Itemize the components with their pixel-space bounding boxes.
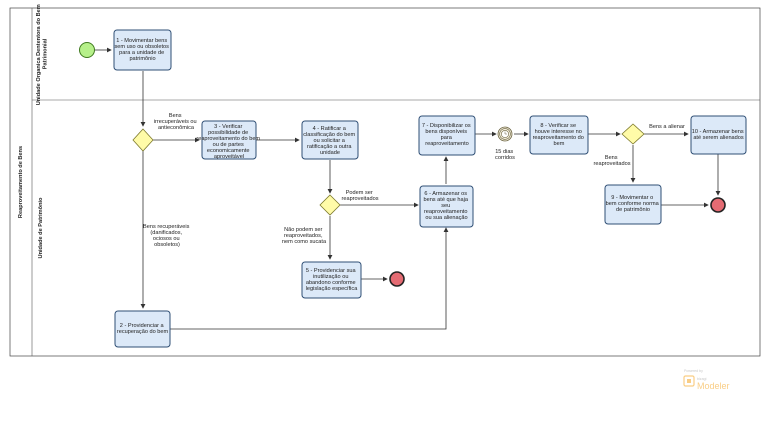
task-6: 6 - Armazenar os bens até que haja seu r… [419,185,474,228]
svg-text:10 - Armazenar bens até: 10 - Armazenar bens até serem alienados [692,129,746,141]
task-5: 5 - Providenciar sua inutilização ou aba… [301,261,362,299]
svg-text:6 - Armazenar os bens at: 6 - Armazenar os bens até que haja seu r… [423,191,469,221]
task-4: 4 - Ratificar a classificação do bem ou … [301,120,359,160]
svg-text:3 - Verificar possibilid: 3 - Verificar possibilidade de reaprovei… [196,124,261,160]
end-event-inutilizacao [389,271,405,287]
task-2: 2 - Providenciar a recuperação do bem [114,310,171,348]
task-7: 7 - Disponibilizar os bens disponíveis p… [418,115,476,156]
svg-text:9 - Movimentar o bem con: 9 - Movimentar o bem conforme norma de p… [606,195,661,213]
label-alienar: Bens a alienar [649,124,685,130]
flow-t2-to-t6 [170,227,449,330]
svg-text:2 - Providenciar a recup: 2 - Providenciar a recuperação do bem [117,323,169,335]
start-event [79,42,95,58]
lane-patrimonio: Unidade de Patrimônio [38,197,44,258]
pool-title: Reaproveitamento de Bens [18,146,24,218]
task-9: 9 - Movimentar o bem conforme norma de p… [604,184,662,225]
task-10: 10 - Armazenar bens até serem alienados [690,115,747,155]
label-irrecuperaveis: Bens irrecuperáveis ou antieconômica [154,113,198,131]
task-8: 8 - Verificar se houve interesse no reap… [529,115,589,155]
end-event-final [710,197,726,213]
label-podem-ser: Podem ser reaproveitados [341,190,378,202]
bizagi-watermark: Powered by bizagi Modeler [683,369,730,391]
timer-event [497,126,513,142]
lane-detentora: Unidade Organica Dententora do Bem Patri… [36,3,49,106]
svg-text:5 - Providenciar sua inu: 5 - Providenciar sua inutilização ou aba… [306,268,359,292]
svg-text:1 - Movimentar bens sem: 1 - Movimentar bens sem uso ou obsoletos… [115,38,171,62]
gateway-recuperavel [132,128,154,152]
lane-title-patrimonio: Unidade de Patrimônio [38,197,44,258]
task-1: 1 - Movimentar bens sem uso ou obsoletos… [113,29,172,71]
label-nao-podem: Não podem ser reaproveitados, nem como s… [282,227,327,245]
bizagi-logo-icon [683,375,695,387]
label-reaproveitados: Bens reaproveitados [593,155,630,167]
lane-title-detentora: Unidade Organica Dententora do Bem Patri… [36,3,49,106]
label-timer: 15 dias corridos [495,149,515,161]
svg-text:7 - Disponibilizar os be: 7 - Disponibilizar os bens disponíveis p… [422,123,472,147]
svg-text:4 - Ratificar a classifi: 4 - Ratificar a classificação do bem ou … [303,126,357,156]
svg-text:Modeler: Modeler [697,381,730,391]
task-3: 3 - Verificar possibilidade de reaprovei… [196,120,261,160]
svg-text:8 - Verificar se houve i: 8 - Verificar se houve interesse no reap… [533,123,586,147]
gateway-reaproveitavel [319,194,341,216]
gateway-destino [621,123,645,145]
svg-text:bizagi: bizagi [697,377,707,381]
svg-text:Powered by: Powered by [684,369,703,373]
label-recuperaveis: Bens recuperáveis (danificados, ociosos … [143,224,191,248]
sequence-flows [95,47,721,330]
